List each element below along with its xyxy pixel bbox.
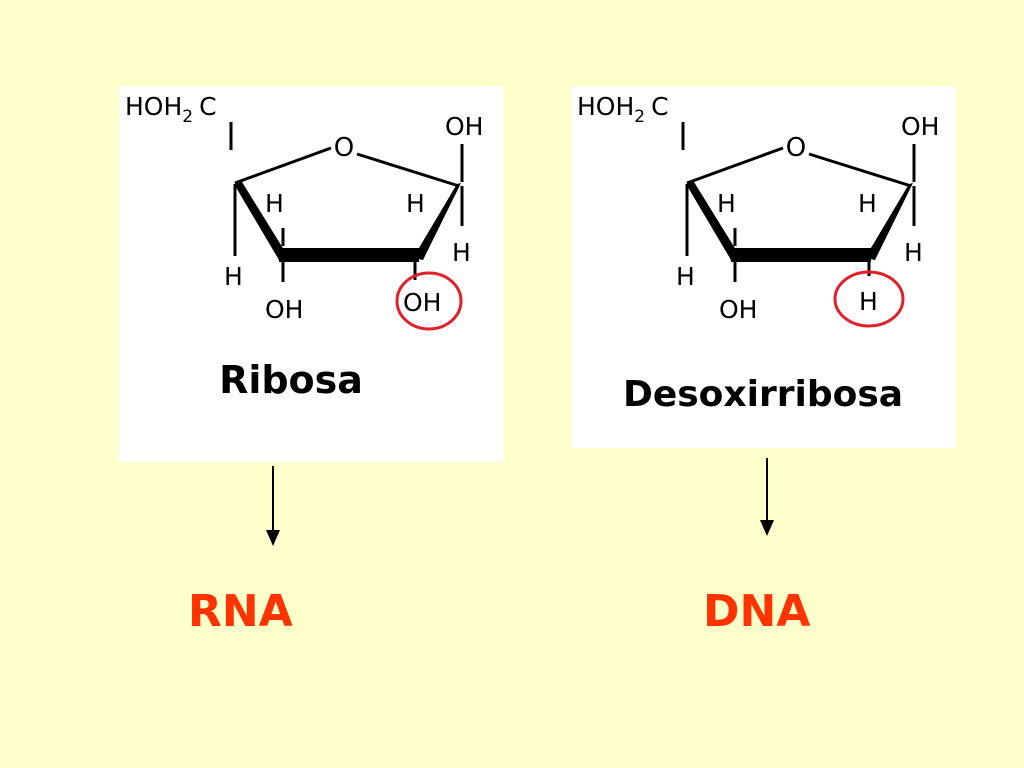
dna-label: DNA [703,586,811,637]
ribose-highlight-circle [395,271,463,331]
ribose-c4-h-up: H [265,189,284,218]
ribose-name: Ribosa [219,358,363,402]
deoxyribose-c1-h: H [904,238,923,267]
deoxyribose-ring-bond-o-c1 [808,152,912,188]
rna-label: RNA [188,586,293,637]
ribose-c2-oh: OH [403,288,441,317]
ribose-ring-bond-o-c1 [356,152,460,188]
ribose-ring-oxygen: O [334,133,354,163]
ribose-c3-oh: OH [265,295,303,324]
ribose-ring-wedge-left [234,182,289,260]
ribose-c1-oh: OH [445,112,483,141]
deoxyribose-c2-h-up: H [858,189,877,218]
deoxyribose-ring-wedge-left [686,182,741,260]
deoxyribose-c1-oh: OH [901,112,939,141]
deoxyribose-ring-bond-c4-o [686,146,784,185]
deoxyribose-c2-h-down: H [859,287,878,316]
ribose-ring-bond-c4-o [234,146,332,185]
ribose-c4-h-down: H [224,262,243,291]
deoxyribose-ring-wedge-right [865,183,913,260]
ribose-ring-base [279,248,419,262]
deoxyribose-highlight-circle [833,270,905,328]
ribose-c1-h: H [452,238,471,267]
ribose-ring-wedge-right [413,183,461,260]
deoxyribose-to-dna-arrow [760,458,774,536]
deoxyribose-c3-oh: OH [719,295,757,324]
deoxyribose-name: Desoxirribosa [623,374,903,415]
deoxyribose-ring-base [731,248,871,262]
deoxyribose-ring-oxygen: O [786,133,806,163]
deoxyribose-c4-h-down: H [676,262,695,291]
ribose-c2-h-up: H [406,189,425,218]
deoxyribose-c4-h-up: H [717,189,736,218]
ribose-to-rna-arrow [266,466,280,546]
